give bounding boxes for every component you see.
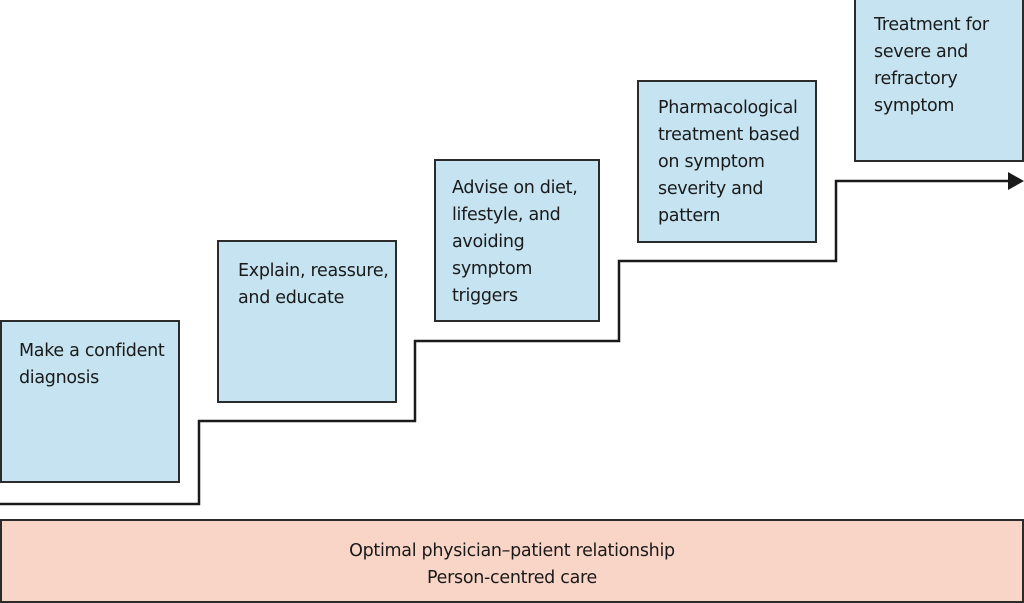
step-box-diagnosis: Make a confident diagnosis bbox=[0, 320, 180, 483]
step-box-explain: Explain, reassure, and educate bbox=[217, 240, 397, 403]
foundation-bar: Optimal physician–patient relationship P… bbox=[0, 519, 1024, 603]
foundation-line-relationship: Optimal physician–patient relationship bbox=[349, 541, 675, 561]
step-box-severe-treatment: Treatment for severe and refractory symp… bbox=[854, 0, 1024, 162]
foundation-line-care: Person-centred care bbox=[427, 568, 597, 588]
step-box-lifestyle: Advise on diet, lifestyle, and avoiding … bbox=[434, 159, 600, 322]
arrow-head-icon bbox=[1008, 172, 1024, 190]
step-box-pharmacological: Pharmacological treatment based on sympt… bbox=[637, 80, 817, 243]
staircase-line bbox=[0, 179, 1010, 506]
